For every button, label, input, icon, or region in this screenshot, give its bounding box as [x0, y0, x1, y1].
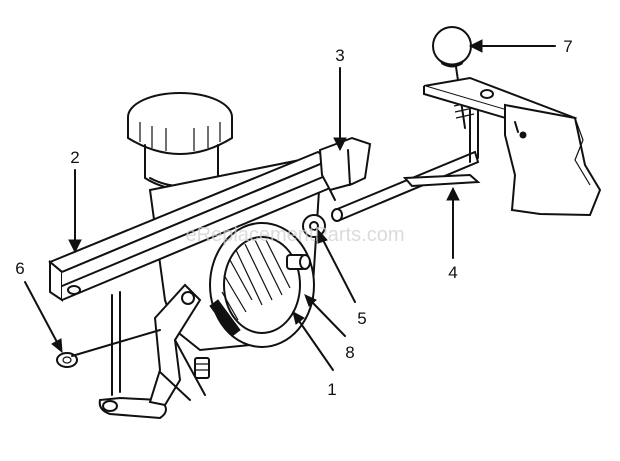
- callout-1: 1: [327, 380, 336, 399]
- reservoir-cap: [127, 92, 233, 190]
- callout-labels: 1 2 3 4 5 6 7 8: [15, 37, 572, 399]
- pedal-rod: [331, 105, 481, 222]
- callout-3: 3: [335, 46, 344, 65]
- callout-5: 5: [357, 309, 366, 328]
- callout-2: 2: [70, 148, 79, 167]
- cotter-clip: [56, 329, 161, 368]
- callout-4: 4: [448, 263, 457, 282]
- mounting-bracket-rail: [48, 150, 333, 302]
- spacer-bracket: [318, 136, 372, 201]
- lever-knob: [432, 26, 472, 68]
- leader-lines: [24, 39, 556, 371]
- watermark-text: eReplacementParts.com: [186, 224, 405, 246]
- brake-linkage-arm: [98, 283, 206, 420]
- callout-6: 6: [15, 259, 24, 278]
- mounting-plate: [423, 76, 602, 217]
- callout-8: 8: [345, 343, 354, 362]
- callout-7: 7: [563, 37, 572, 56]
